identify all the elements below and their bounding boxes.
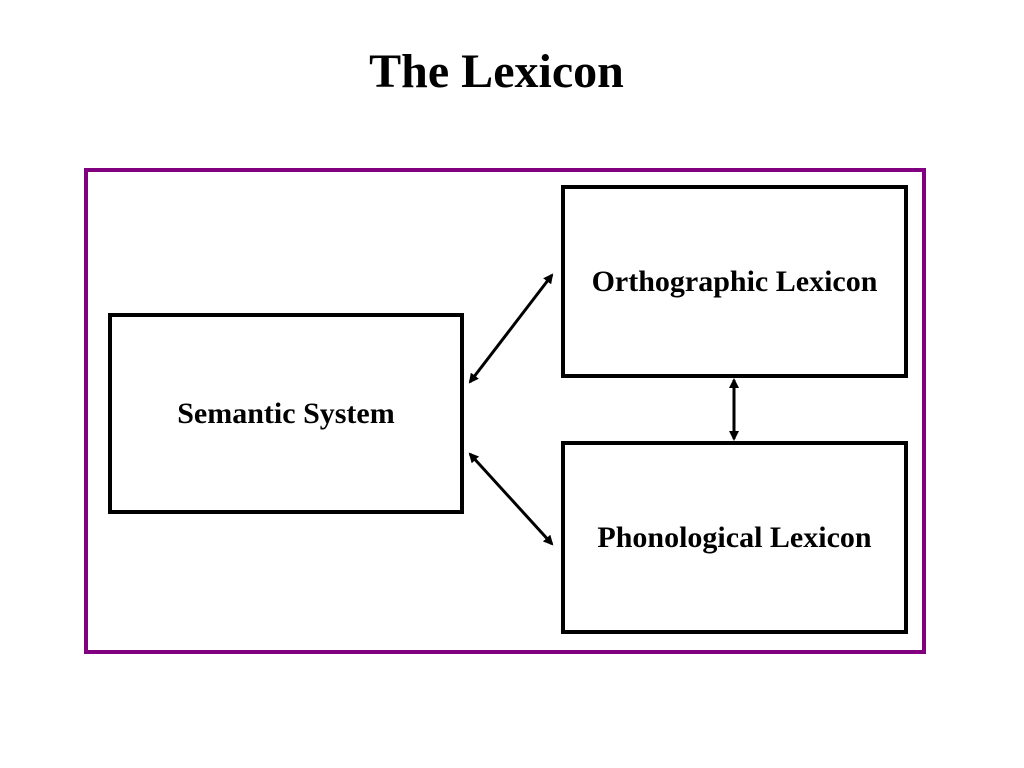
phonological-lexicon-label: Phonological Lexicon — [597, 521, 872, 554]
phonological-lexicon-box: Phonological Lexicon — [561, 441, 908, 634]
lexicon-frame — [84, 168, 926, 654]
slide-title: The Lexicon — [369, 45, 624, 98]
orthographic-lexicon-label: Orthographic Lexicon — [591, 265, 878, 298]
orthographic-lexicon-box: Orthographic Lexicon — [561, 185, 908, 378]
semantic-system-label: Semantic System — [177, 396, 395, 430]
semantic-system-box: Semantic System — [108, 313, 464, 514]
